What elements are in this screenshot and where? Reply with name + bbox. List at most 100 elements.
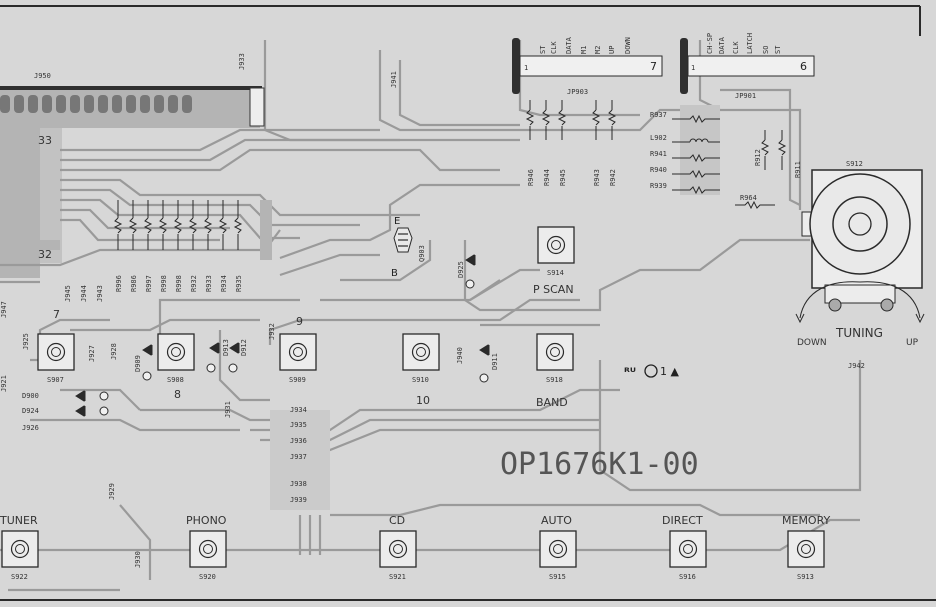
switch-label: 7: [53, 308, 60, 321]
resistor-label: R943: [593, 169, 601, 186]
switch-label: MEMORY: [782, 514, 831, 527]
encoder-ref: S912: [846, 160, 863, 168]
header-jp901: 1 6 CH-SP DATA CLK LATCH SO ST JP901: [680, 33, 815, 100]
switch-ref: S910: [412, 376, 429, 384]
jumper-labels: J933 J941 J945 J944 J943 J925 J927 J928 …: [0, 53, 865, 568]
header-number: 7: [650, 60, 657, 73]
switch-ref: S916: [679, 573, 696, 581]
resistor-label: R944: [543, 169, 551, 186]
switch-ref: S921: [389, 573, 406, 581]
jumper-label: J927: [88, 345, 96, 362]
transistor-emitter-label: E: [394, 216, 400, 227]
switch-ref: S907: [47, 376, 64, 384]
switch-label: PHONO: [186, 514, 227, 527]
jumper-label: J947: [0, 301, 8, 318]
header-pin1-label: 1: [691, 64, 695, 72]
connector-pin-32: 32: [38, 248, 52, 261]
header-pin-label: DATA: [565, 36, 573, 54]
switch-label: 10: [416, 394, 430, 407]
encoder-down-label: DOWN: [797, 338, 827, 348]
jumper-label: J928: [110, 343, 118, 360]
diode-label: D925: [457, 261, 465, 278]
resistor-label: R932: [190, 275, 198, 292]
resistor-label: R935: [235, 275, 243, 292]
header-pin-label: M2: [594, 46, 602, 54]
header-pin-label: DATA: [718, 36, 726, 54]
copper-traces: [0, 40, 862, 592]
tact-switch[interactable]: S907 7: [37, 308, 75, 384]
switch-ref: S914: [547, 269, 564, 277]
switch-ref: S918: [546, 376, 563, 384]
resistor-label: R998: [175, 275, 183, 292]
resistor-label: L902: [650, 134, 667, 142]
header-pin-label: ST: [539, 45, 547, 54]
jumper-label: J934: [290, 406, 307, 414]
resistor-label: R934: [220, 275, 228, 292]
diode-label: D900: [22, 392, 39, 400]
switch-label: AUTO: [541, 514, 572, 527]
tuning-encoder[interactable]: S912 TUNING DOWN UP: [795, 160, 925, 348]
tact-switch[interactable]: S920 PHONO: [186, 514, 227, 581]
jumper-label: J925: [22, 333, 30, 350]
tact-switch[interactable]: S921 CD: [379, 514, 417, 581]
switch-ref: S920: [199, 573, 216, 581]
switch-label: 9: [296, 315, 303, 328]
header-jp903: 1 7 ST CLK DATA M1 M2 UP DOWN JP903: [512, 36, 663, 96]
switch-ref: S922: [11, 573, 28, 581]
jumper-label: J941: [390, 71, 398, 88]
resistor-label: R945: [559, 169, 567, 186]
part-number: OP1676K1-00: [500, 447, 699, 482]
resistor-group-mid: R996 R986 R997 R998 R998 R932 R933 R934 …: [113, 200, 243, 292]
tact-switch[interactable]: S910 10: [402, 333, 440, 407]
tact-switch[interactable]: S913 MEMORY: [782, 514, 831, 581]
switch-ref: S913: [797, 573, 814, 581]
header-pin-label: M1: [580, 46, 588, 54]
header-pin-label: ST: [774, 45, 782, 54]
jumper-label: J921: [0, 375, 8, 392]
jumper-label: J932: [268, 323, 276, 340]
header-number: 6: [800, 60, 807, 73]
resistor-label: R997: [145, 275, 153, 292]
header-ref: JP901: [735, 92, 756, 100]
switch-ref: S908: [167, 376, 184, 384]
tact-switches: S9077S9088S9099S91010S918BANDS922TUNERS9…: [0, 226, 831, 581]
header-ref: JP903: [567, 88, 588, 96]
resistor-group-top: R946 R944 R945 R943 R942: [525, 100, 617, 186]
recycle-icon: [644, 364, 658, 378]
jumper-label: J945: [64, 285, 72, 302]
tact-switch[interactable]: S914 P SCAN: [533, 226, 575, 296]
resistor-label: R940: [650, 166, 667, 174]
resistor-label: R939: [650, 182, 667, 190]
transistor-ref: Q903: [418, 245, 426, 262]
resistor-label: R964: [740, 194, 757, 202]
connector-ref: J950: [34, 72, 51, 80]
jumper-label: J940: [456, 347, 464, 364]
jumper-label: J942: [848, 362, 865, 370]
jumper-label: J930: [134, 551, 142, 568]
transistor-base-label: B: [391, 268, 398, 279]
resistor-label: R998: [160, 275, 168, 292]
jumper-label: J926: [22, 424, 39, 432]
jumper-label: J943: [96, 285, 104, 302]
transistor-q903: E B Q903: [391, 216, 426, 279]
switch-label: CD: [389, 514, 405, 527]
ul-logo-icon: ᴿᵁ: [624, 365, 636, 379]
jumper-label: J938: [290, 480, 307, 488]
diodes: D925 D909 D913 D912 D911 D900 D924: [22, 254, 499, 417]
tact-switch[interactable]: S909 9: [279, 315, 317, 384]
resistor-label: R986: [130, 275, 138, 292]
switch-ref: S909: [289, 376, 306, 384]
switch-label: P SCAN: [533, 283, 574, 296]
header-pin-label: UP: [608, 46, 616, 54]
resistor-label: R942: [609, 169, 617, 186]
jumper-label: J931: [224, 401, 232, 418]
jumper-label: J944: [80, 285, 88, 302]
header-pin-label: CH-SP: [706, 33, 714, 54]
header-pin-label: DOWN: [624, 37, 632, 54]
